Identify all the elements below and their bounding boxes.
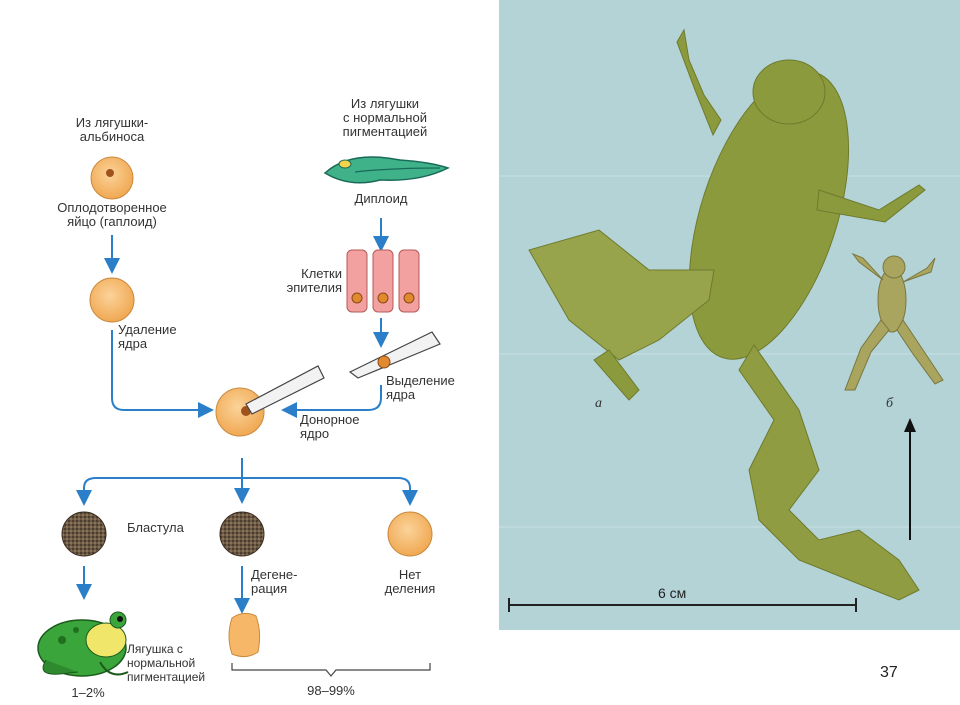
epithelial-cells-label: Клетки эпителия <box>286 266 342 295</box>
diploid-label: Диплоид <box>354 191 408 206</box>
normal-source-label: Из лягушки с нормальной пигментацией <box>342 96 428 139</box>
success-percentage: 1–2% <box>71 685 105 700</box>
blastula-2 <box>219 511 265 557</box>
green-frog-illustration <box>37 611 129 677</box>
scale-bar <box>508 598 857 612</box>
fertilized-egg <box>90 156 134 200</box>
small-frog-b <box>844 252 944 391</box>
micropipette-extraction <box>348 331 441 379</box>
fail-percentage: 98–99% <box>307 683 355 698</box>
blastula-label: Бластула <box>127 520 184 535</box>
normal-frog-label: Лягушка с нормальной пигментацией <box>127 642 206 684</box>
albino-source-label: Из лягушки- альбиноса <box>75 115 149 144</box>
fail-bracket <box>231 663 431 677</box>
donor-nucleus-label: Донорное ядро <box>300 412 360 441</box>
recipient-egg <box>215 365 325 437</box>
enucleated-egg <box>89 277 135 323</box>
label-a: а <box>595 396 602 411</box>
page-number: 37 <box>880 664 898 681</box>
degeneration-label: Дегене- рация <box>251 567 298 596</box>
tadpole-illustration <box>323 156 450 184</box>
scale-label: 6 см <box>658 585 687 601</box>
undivided-egg <box>387 511 433 557</box>
epithelial-cells <box>346 249 420 313</box>
no-division-label: Нет деления <box>384 567 436 596</box>
label-b: б <box>886 396 894 411</box>
fertilized-egg-label: Оплодотворенное яйцо (гаплоид) <box>57 200 167 229</box>
large-frog-a <box>528 28 926 601</box>
nucleus-removal-label: Удаление ядра <box>118 322 177 351</box>
blastula-1 <box>61 511 107 557</box>
frog-size-photo: а б 6 см <box>499 0 960 630</box>
degenerated-embryo <box>228 612 261 658</box>
cloning-diagram <box>37 156 450 677</box>
growth-arrow <box>904 418 916 540</box>
nucleus-extraction-label: Выделение ядра <box>386 373 455 402</box>
